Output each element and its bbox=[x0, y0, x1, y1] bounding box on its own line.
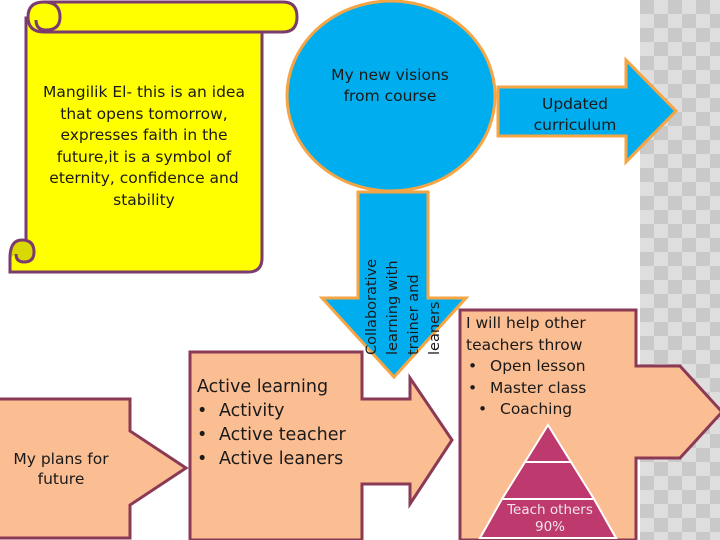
collaborative-learning-text: Collaborative learning with trainer and … bbox=[364, 258, 443, 355]
plans-arrow bbox=[0, 397, 189, 540]
help-list: Open lesson Master class Coaching bbox=[466, 356, 638, 421]
scroll-text: Mangilik El- this is an idea that opens … bbox=[43, 83, 245, 209]
plans-text: My plans for future bbox=[13, 450, 109, 488]
learning-pyramid bbox=[478, 423, 618, 539]
scroll-top-roll bbox=[26, 0, 299, 34]
list-item: Master class bbox=[466, 378, 638, 400]
active-learning-list: Activity Active teacher Active leaners bbox=[197, 399, 362, 471]
down-arrow-text-container: Collaborative learning with trainer and … bbox=[362, 225, 447, 355]
updated-curriculum-arrow bbox=[496, 56, 679, 166]
list-item: Active teacher bbox=[197, 423, 362, 447]
scroll-top-curl bbox=[34, 0, 62, 32]
scroll-bottom-curl bbox=[8, 238, 36, 264]
list-item: Open lesson bbox=[466, 356, 638, 378]
list-item: Activity bbox=[197, 399, 362, 423]
help-title: I will help other teachers throw bbox=[466, 314, 586, 354]
updated-curriculum-text: Updated curriculum bbox=[533, 95, 617, 134]
list-item: Coaching bbox=[466, 399, 638, 421]
help-block: I will help other teachers throw Open le… bbox=[466, 313, 638, 421]
circle-text: My new visions from course bbox=[331, 66, 449, 105]
pyramid-tier-bottom bbox=[478, 498, 618, 539]
pyramid-label: Teach others 90% bbox=[507, 502, 593, 535]
list-item: Active leaners bbox=[197, 447, 362, 471]
active-learning-title: Active learning bbox=[197, 377, 329, 397]
collaborative-down-arrow bbox=[318, 190, 470, 380]
active-learning-block: Active learning Activity Active teacher … bbox=[197, 375, 362, 471]
scroll-shape bbox=[8, 0, 299, 274]
